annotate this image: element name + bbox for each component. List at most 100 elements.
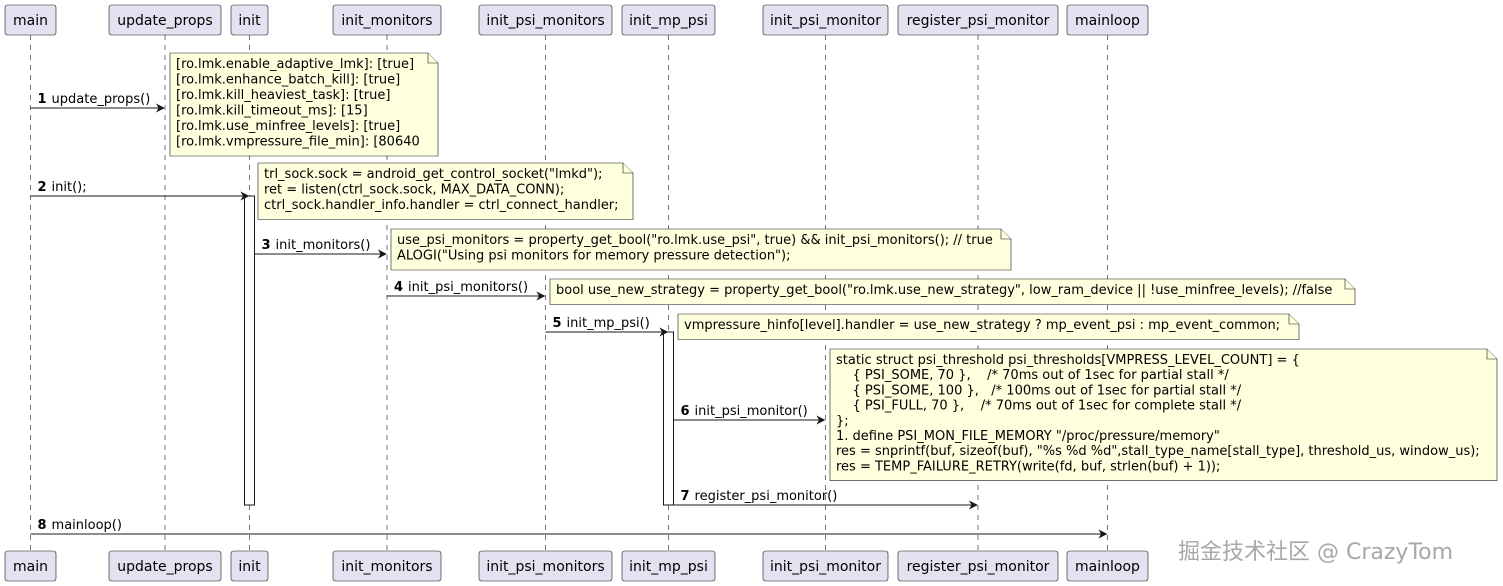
note-1: [ro.lmk.enable_adaptive_lmk]: [true][ro.… bbox=[169, 52, 439, 157]
participant-box bbox=[230, 4, 269, 36]
participant-mainloop-bottom: mainloop bbox=[1066, 550, 1149, 582]
participant-label: init_monitors bbox=[341, 559, 432, 575]
note-2: trl_sock.sock = android_get_control_sock… bbox=[257, 162, 634, 220]
participant-label: init_psi_monitors bbox=[486, 13, 604, 29]
note-body bbox=[549, 278, 1356, 305]
participant-box bbox=[1066, 4, 1149, 36]
participant-init_psi_monitors-bottom: init_psi_monitors bbox=[478, 550, 613, 582]
participant-box bbox=[1066, 550, 1149, 582]
participant-update_props-top: update_props bbox=[108, 4, 222, 36]
note-body bbox=[677, 313, 1300, 340]
message-number: 6 bbox=[681, 404, 690, 419]
participant-box bbox=[4, 550, 57, 582]
message-label: 1 update_props() bbox=[38, 92, 151, 107]
participant-label: init_psi_monitor bbox=[770, 559, 881, 575]
participant-register_psi_monitor-top: register_psi_monitor bbox=[897, 4, 1059, 36]
participant-label: init_psi_monitor bbox=[770, 13, 881, 29]
message-3: 3 init_monitors() bbox=[254, 238, 387, 259]
note-4: bool use_new_strategy = property_get_boo… bbox=[549, 278, 1356, 305]
participant-label: mainloop bbox=[1075, 559, 1140, 575]
participant-label: register_psi_monitor bbox=[907, 13, 1050, 29]
note-fold bbox=[427, 53, 438, 64]
note-body bbox=[169, 52, 439, 157]
note-line: { PSI_SOME, 100 }, /* 100ms out of 1sec … bbox=[836, 383, 1242, 398]
participant-label: init_psi_monitors bbox=[486, 559, 604, 575]
participant-box bbox=[4, 4, 57, 36]
note-line: ctrl_sock.handler_info.handler = ctrl_co… bbox=[264, 198, 619, 213]
participant-label: init bbox=[238, 13, 261, 29]
participant-label: register_psi_monitor bbox=[907, 559, 1050, 575]
participant-label: init_mp_psi bbox=[629, 13, 708, 29]
message-text: update_props() bbox=[52, 92, 151, 107]
participant-box bbox=[621, 550, 716, 582]
note-fold bbox=[1000, 229, 1011, 240]
note-line: [ro.lmk.kill_heaviest_task]: [true] bbox=[176, 88, 390, 103]
message-number: 4 bbox=[394, 280, 403, 295]
participant-label: init_mp_psi bbox=[629, 559, 708, 575]
participant-register_psi_monitor-bottom: register_psi_monitor bbox=[897, 550, 1059, 582]
note-line: ALOGI("Using psi monitors for memory pre… bbox=[397, 249, 791, 264]
message-number: 7 bbox=[681, 489, 690, 504]
activation-init bbox=[244, 195, 255, 506]
message-number: 1 bbox=[38, 92, 47, 107]
note-line: }; bbox=[836, 414, 849, 429]
message-label: 3 init_monitors() bbox=[262, 238, 371, 253]
message-label: 6 init_psi_monitor() bbox=[681, 404, 808, 419]
participant-mainloop-top: mainloop bbox=[1066, 4, 1149, 36]
participant-label: main bbox=[13, 13, 48, 29]
participant-box bbox=[108, 4, 222, 36]
participant-box bbox=[897, 550, 1059, 582]
note-line: use_psi_monitors = property_get_bool("ro… bbox=[397, 233, 993, 248]
note-fold bbox=[1486, 349, 1497, 360]
note-line: [ro.lmk.kill_timeout_ms]: [15] bbox=[176, 104, 368, 119]
note-fold bbox=[1288, 314, 1299, 325]
watermark: 掘金技术社区 @ CrazyTom bbox=[1178, 540, 1453, 565]
participant-box bbox=[762, 550, 889, 582]
participant-init_psi_monitors-top: init_psi_monitors bbox=[478, 4, 613, 36]
message-1: 1 update_props() bbox=[30, 92, 165, 113]
note-line: [ro.lmk.enable_adaptive_lmk]: [true] bbox=[176, 57, 414, 72]
participant-box bbox=[478, 4, 613, 36]
message-number: 3 bbox=[262, 238, 271, 253]
note-line: res = TEMP_FAILURE_RETRY(write(fd, buf, … bbox=[836, 459, 1220, 474]
participant-label: init_monitors bbox=[341, 13, 432, 29]
note-body bbox=[390, 228, 1012, 271]
note-fold bbox=[1344, 279, 1355, 290]
note-line: 1. define PSI_MON_FILE_MEMORY "/proc/pre… bbox=[836, 429, 1220, 444]
participant-init_monitors-bottom: init_monitors bbox=[332, 550, 442, 582]
note-line: [ro.lmk.vmpressure_file_min]: [80640 bbox=[176, 135, 420, 150]
note-line: ret = listen(ctrl_sock.sock, MAX_DATA_CO… bbox=[264, 183, 564, 198]
participant-label: init bbox=[238, 559, 261, 575]
participant-main-bottom: main bbox=[4, 550, 57, 582]
participant-label: update_props bbox=[117, 559, 212, 575]
participant-box bbox=[478, 550, 613, 582]
participant-label: mainloop bbox=[1075, 13, 1140, 29]
note-line: { PSI_SOME, 70 }, /* 70ms out of 1sec fo… bbox=[836, 368, 1229, 383]
participant-main-top: main bbox=[4, 4, 57, 36]
message-text: init_psi_monitor() bbox=[695, 404, 808, 419]
note-body bbox=[257, 162, 634, 220]
participant-init_monitors-top: init_monitors bbox=[332, 4, 442, 36]
note-line: [ro.lmk.enhance_batch_kill]: [true] bbox=[176, 73, 400, 88]
message-number: 8 bbox=[38, 518, 47, 533]
message-number: 5 bbox=[553, 316, 562, 331]
message-text: init_psi_monitors() bbox=[408, 280, 528, 295]
note-line: trl_sock.sock = android_get_control_sock… bbox=[264, 167, 602, 182]
participant-box bbox=[897, 4, 1059, 36]
participant-init-bottom: init bbox=[230, 550, 269, 582]
message-text: init_monitors() bbox=[276, 238, 371, 253]
participant-box bbox=[332, 4, 442, 36]
note-line: res = snprintf(buf, sizeof(buf), "%s %d … bbox=[836, 444, 1480, 459]
participant-box bbox=[762, 4, 889, 36]
participant-label: update_props bbox=[117, 13, 212, 29]
participant-box bbox=[230, 550, 269, 582]
participant-box bbox=[332, 550, 442, 582]
